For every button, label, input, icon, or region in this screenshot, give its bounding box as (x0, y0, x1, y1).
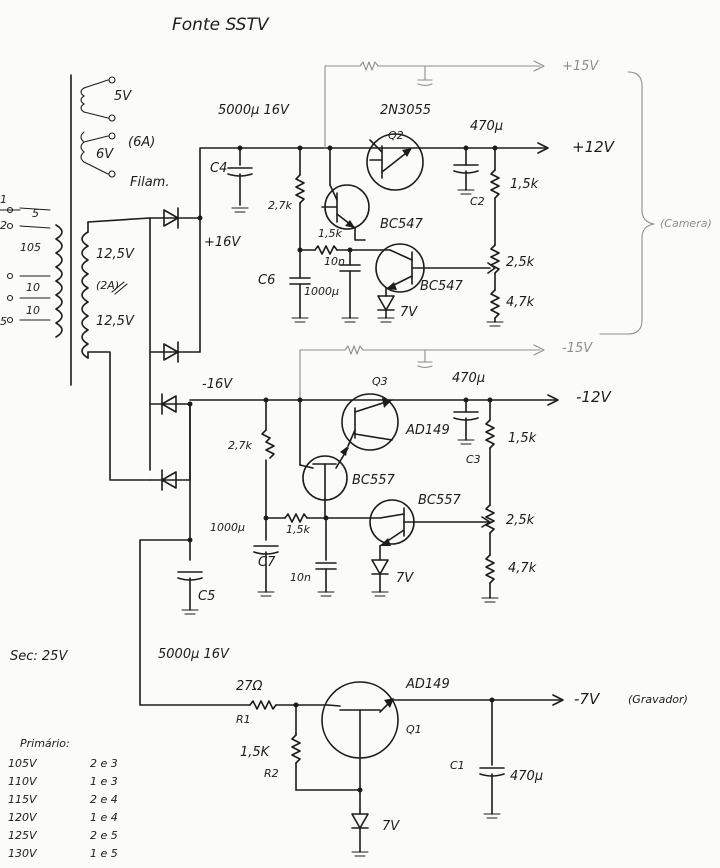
rail-pos-r-top: 1,5k (510, 177, 539, 192)
primary-tap-10a: 10 (26, 281, 40, 294)
positive-regulator (227, 60, 655, 335)
rail-pos-out-voltage: +12V (572, 138, 614, 156)
transformer-6v-label: 6V (96, 147, 114, 162)
cap-c2-value: 470μ (470, 119, 504, 134)
transistor-q-driver-neg: BC557 (352, 473, 395, 488)
transistor-q3-part: AD149 (406, 423, 450, 438)
zener-pos: 7V (400, 305, 418, 320)
primary-row-volts: 115V (8, 793, 37, 806)
primary-row-taps: 2 e 3 (90, 757, 118, 770)
transistor-q-error-pos: BC547 (420, 279, 463, 294)
rail-pos-filter-cap: 5000μ 16V (218, 103, 289, 118)
zener-neg: 7V (396, 571, 414, 586)
cap-c5-name: C5 (198, 589, 216, 604)
cap-c7-value: 1000μ (210, 521, 245, 534)
primary-row-taps: 1 e 4 (90, 811, 118, 824)
rail-pos-pot: 2,5k (506, 255, 535, 270)
transformer-12v5-a: 12,5V (96, 247, 134, 262)
load-camera: (Camera) (660, 217, 712, 230)
cap-c6-name: C6 (258, 273, 276, 288)
cap-c1-value: 470μ (510, 769, 544, 784)
primary-row-volts: 110V (8, 775, 37, 788)
resistor-r1-value: 27Ω (236, 679, 263, 694)
rail-neg-r-top: 1,5k (508, 431, 537, 446)
rail-pos-r-base: 1,5k (318, 227, 342, 240)
rail-pos-aux-voltage: +15V (562, 59, 599, 74)
transistor-q1-part: AD149 (406, 677, 450, 692)
cap-c1-name: C1 (450, 759, 465, 772)
cap-c3-value: 470μ (452, 371, 486, 386)
rail-7v-filter-cap: 5000μ 16V (158, 647, 229, 662)
rectifier-bridge (87, 147, 301, 706)
primary-tap-5a: 5 (32, 207, 39, 220)
transformer-6v-use: Filam. (130, 175, 170, 190)
primary-row-taps: 1 e 5 (90, 847, 118, 860)
primary-tap-105: 105 (20, 241, 41, 254)
transformer-12v5-b: 12,5V (96, 314, 134, 329)
cap-c4-name: C4 (210, 161, 228, 176)
primary-heading: Primário: (20, 737, 70, 750)
rail-neg-out-voltage: -12V (576, 388, 611, 406)
transformer-5v-label: 5V (114, 89, 132, 104)
primary-tap-10b: 10 (26, 304, 40, 317)
cap-c6-value: 1000μ (304, 285, 339, 298)
rail-neg-raw-voltage: -16V (202, 377, 233, 392)
transistor-q2-part: 2N3055 (380, 103, 432, 118)
rail-pos-r-bias: 2,7k (268, 199, 292, 212)
zener-7v-rail: 7V (382, 819, 400, 834)
rail-pos-cap-10n: 10n (324, 255, 345, 268)
primary-tap-5b: 5 (0, 315, 7, 328)
transformer-6v-current: (6A) (128, 135, 156, 150)
rail-neg-cap-10n: 10n (290, 571, 311, 584)
rail-neg-pot: 2,5k (506, 513, 535, 528)
primary-row-volts: 125V (8, 829, 37, 842)
primary-tap-1: 1 (0, 193, 7, 206)
transistor-q-error-neg: BC557 (418, 493, 461, 508)
primary-row-volts: 105V (8, 757, 37, 770)
primary-row-taps: 2 e 5 (90, 829, 118, 842)
cap-c3-name: C3 (466, 453, 481, 466)
negative-regulator (253, 344, 559, 603)
resistor-r1-name: R1 (236, 713, 251, 726)
rail-neg-r-base: 1,5k (286, 523, 310, 536)
transistor-q1-name: Q1 (406, 723, 422, 736)
junction-dots (187, 145, 498, 793)
minus7v-regulator (249, 681, 564, 857)
primary-row-volts: 120V (8, 811, 37, 824)
load-gravador: (Gravador) (628, 693, 688, 706)
primary-row-volts: 130V (8, 847, 37, 860)
page-title: Fonte SSTV (172, 15, 269, 35)
transistor-q-driver-pos: BC547 (380, 217, 423, 232)
secondary-note: Sec: 25V (10, 649, 68, 664)
resistor-r2-value: 1,5K (240, 745, 270, 760)
primary-row-taps: 1 e 3 (90, 775, 118, 788)
transformer (0, 74, 128, 386)
rail-neg-r-bot: 4,7k (508, 561, 537, 576)
transformer-2a-label: (2A) (96, 279, 120, 292)
resistor-r2-name: R2 (264, 767, 279, 780)
cap-c7-name: C7 (258, 555, 276, 570)
primary-tap-2: 2 (0, 219, 7, 232)
transistor-q2-name: Q2 (388, 129, 404, 142)
primary-row-taps: 2 e 4 (90, 793, 118, 806)
rail-pos-r-bot: 4,7k (506, 295, 535, 310)
cap-c2-name: C2 (470, 195, 485, 208)
transistor-q3-name: Q3 (372, 375, 388, 388)
rail-7v-out-voltage: -7V (574, 690, 600, 708)
rail-neg-r-bias: 2,7k (228, 439, 252, 452)
rail-neg-aux-voltage: -15V (562, 341, 593, 356)
rail-pos-raw-voltage: +16V (204, 235, 241, 250)
